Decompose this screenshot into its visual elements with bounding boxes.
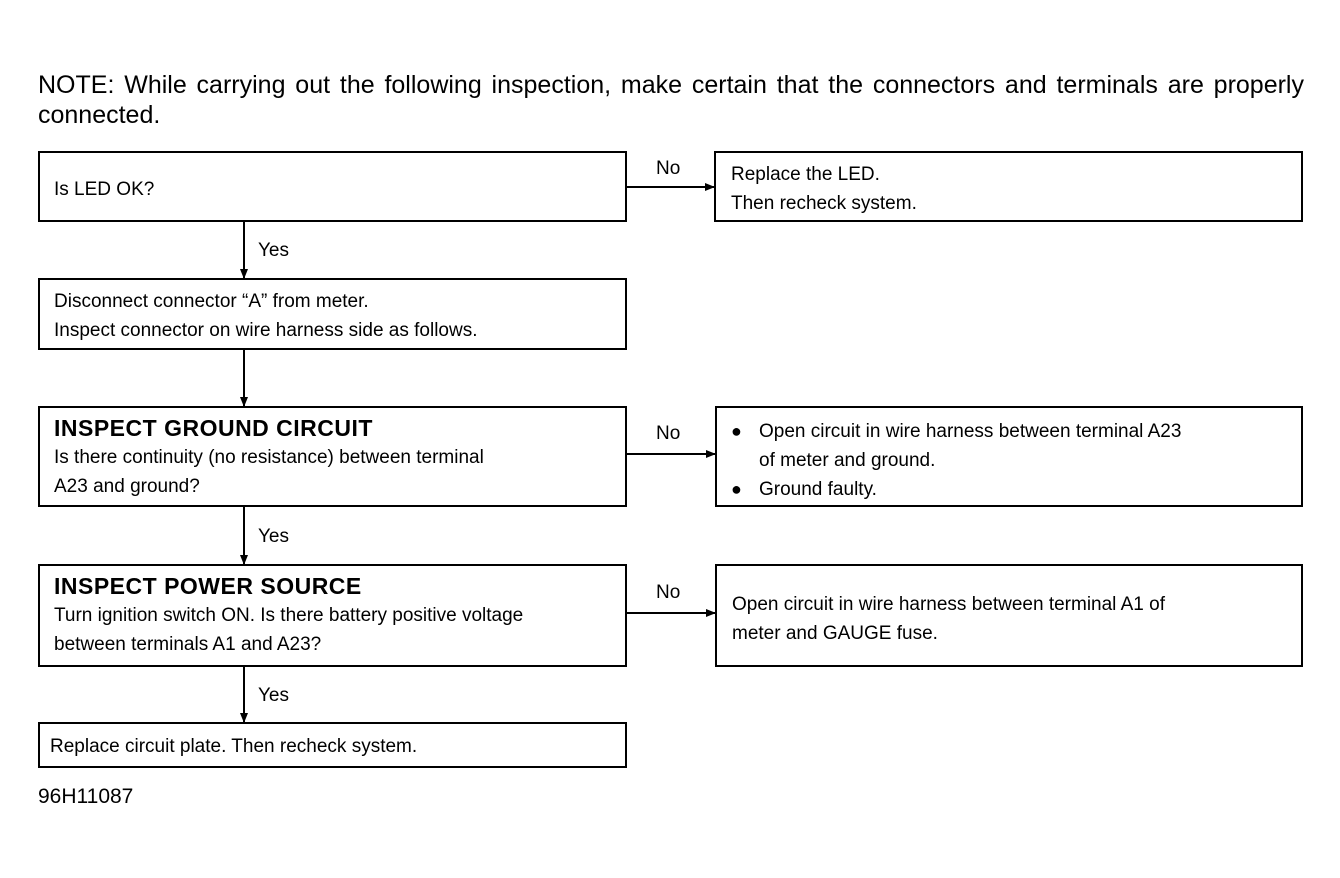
step-disconnect-line-1: Disconnect connector “A” from meter. <box>54 291 369 312</box>
step-power-line-2: between terminals A1 and A23? <box>54 634 322 655</box>
step-power-heading: INSPECT POWER SOURCE <box>54 573 362 599</box>
step-disconnect: Disconnect connector “A” from meter. Ins… <box>38 278 627 350</box>
ground-fault-bullet-2: ● Ground faulty. <box>731 475 1301 504</box>
outcome-power-fault-line-1: Open circuit in wire harness between ter… <box>732 594 1165 615</box>
ground-fault-bullet-1-text: Open circuit in wire harness between ter… <box>759 417 1181 475</box>
step-led-check: Is LED OK? <box>38 151 627 222</box>
figure-id: 96H11087 <box>38 785 134 808</box>
step-ground-circuit: INSPECT GROUND CIRCUIT Is there continui… <box>38 406 627 507</box>
outcome-replace-led-line-2: Then recheck system. <box>731 193 917 214</box>
ground-fault-line-1: Open circuit in wire harness between ter… <box>759 421 1182 442</box>
step-disconnect-line-2: Inspect connector on wire harness side a… <box>54 320 478 341</box>
outcome-ground-fault: ● Open circuit in wire harness between t… <box>715 406 1303 507</box>
step-power-source: INSPECT POWER SOURCE Turn ignition switc… <box>38 564 627 667</box>
step-ground-line-1: Is there continuity (no resistance) betw… <box>54 447 484 468</box>
ground-fault-line-3: Ground faulty. <box>759 479 877 500</box>
outcome-replace-led-line-1: Replace the LED. <box>731 164 880 185</box>
ground-fault-bullet-1: ● Open circuit in wire harness between t… <box>731 417 1301 475</box>
outcome-power-fault: Open circuit in wire harness between ter… <box>715 564 1303 667</box>
label-no-led: No <box>656 158 681 179</box>
label-no-power: No <box>656 582 681 603</box>
step-ground-line-2: A23 and ground? <box>54 476 200 497</box>
step-replace-plate-text: Replace circuit plate. Then recheck syst… <box>50 736 418 757</box>
step-power-line-1: Turn ignition switch ON. Is there batter… <box>54 605 524 626</box>
step-replace-plate: Replace circuit plate. Then recheck syst… <box>38 722 627 768</box>
outcome-power-fault-line-2: meter and GAUGE fuse. <box>732 623 938 644</box>
label-yes-power: Yes <box>258 685 289 706</box>
note-text: NOTE: While carrying out the following i… <box>38 71 1304 129</box>
step-led-check-text: Is LED OK? <box>54 179 155 200</box>
label-yes-ground: Yes <box>258 526 289 547</box>
bullet-icon: ● <box>731 479 742 499</box>
bullet-icon: ● <box>731 421 742 441</box>
label-yes-led: Yes <box>258 240 289 261</box>
step-ground-heading: INSPECT GROUND CIRCUIT <box>54 415 373 441</box>
label-no-ground: No <box>656 423 681 444</box>
outcome-replace-led: Replace the LED. Then recheck system. <box>714 151 1303 222</box>
ground-fault-line-2: of meter and ground. <box>759 450 936 471</box>
